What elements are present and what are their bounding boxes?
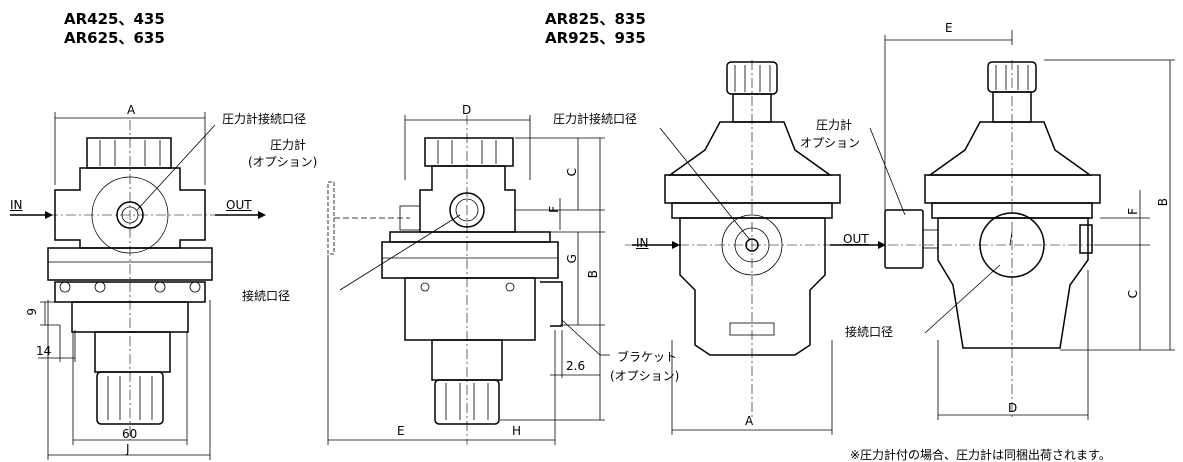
dim-A-large: A [745,414,754,428]
dim-9: 9 [25,308,39,316]
dim-60: 60 [122,427,138,441]
gauge-option-label-1b: (オプション) [248,155,318,169]
flow-in-label-2: IN [636,236,649,250]
dim-14: 14 [36,344,52,358]
dim-A-small: A [127,103,136,117]
model-title-large-2: AR925、935 [545,29,646,47]
gauge-port-size-label-2: 圧力計接続口径 [553,112,638,126]
dim-D-large: D [1008,401,1018,415]
flow-out-label-1: OUT [226,198,252,212]
dim-G: G [565,254,579,264]
port-size-label-2: 接続口径 [845,325,894,339]
dim-D-small: D [462,103,472,117]
model-title-small-1: AR425、435 [64,10,165,28]
dim-F-small: F [547,206,561,213]
view-large-front [625,60,886,435]
dim-J: J [126,442,130,456]
port-size-label-1: 接続口径 [242,289,291,303]
view-large-side [869,30,1175,420]
gauge-option-label-2a: 圧力計 [816,118,853,132]
view-small-side [327,115,610,445]
bracket-label-b: (オプション) [610,369,680,383]
gauge-option-label-2b: オプション [800,136,861,150]
dim-C-small: C [565,168,579,177]
dim-2-6: 2.6 [566,359,586,373]
flow-out-label-2: OUT [843,232,869,246]
model-title-large-1: AR825、835 [545,10,646,28]
bracket-label-a: ブラケット [617,350,678,364]
flow-in-label-1: IN [10,198,23,212]
dim-E-small: E [397,424,405,438]
dim-B-large: B [1156,198,1170,207]
view-small-front [10,112,266,460]
dim-B-small: B [586,270,600,279]
dim-E-large: E [945,21,953,35]
dim-F-large: F [1126,208,1140,215]
gauge-option-label-1a: 圧力計 [270,138,307,152]
gauge-port-size-label-1: 圧力計接続口径 [222,112,307,126]
model-title-small-2: AR625、635 [64,29,165,47]
dim-H: H [512,424,522,438]
dim-C-large: C [1126,290,1140,299]
footnote: ※圧力計付の場合、圧力計は同梱出荷されます。 [850,448,1111,462]
